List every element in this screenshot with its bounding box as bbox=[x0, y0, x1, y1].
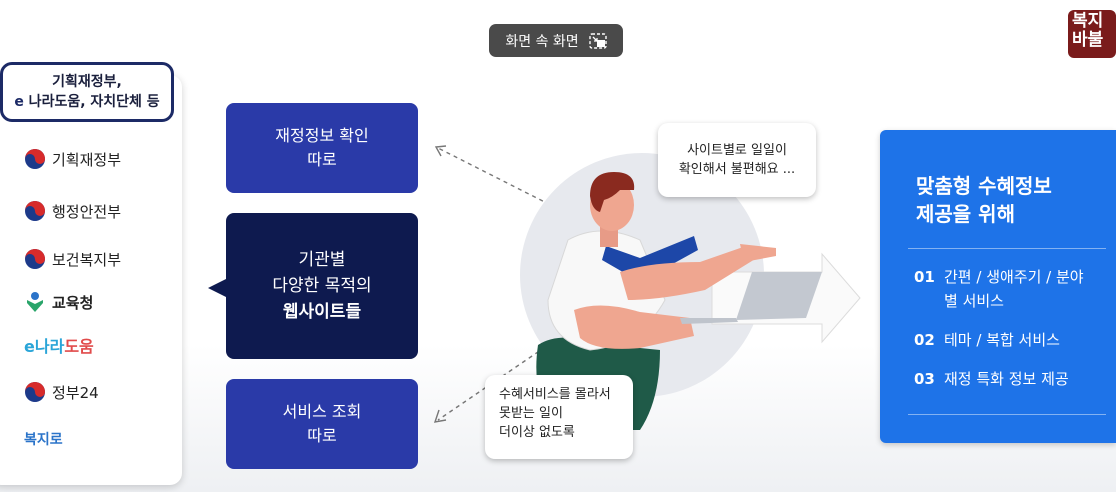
item-number: 01 bbox=[914, 268, 935, 286]
taeguk-icon bbox=[25, 201, 45, 221]
org-label: 교육청 bbox=[52, 293, 94, 312]
speech-bubble-bottom: 수혜서비스를 몰라서 못받는 일이 더이상 없도록 bbox=[485, 375, 633, 459]
header-line1: 기획재정부, bbox=[52, 74, 122, 90]
box1-line2: 따로 bbox=[307, 150, 337, 169]
bubble-top-line1: 사이트별로 일일이 bbox=[687, 143, 787, 158]
bubble-bottom-line2: 못받는 일이 bbox=[499, 406, 563, 421]
org-item-nara: e나라도움 bbox=[24, 331, 94, 359]
bubble-bottom-line3: 더이상 없도록 bbox=[499, 425, 575, 440]
item-text: 테마 / 복합 서비스 bbox=[944, 331, 1060, 349]
box3-line1: 서비스 조회 bbox=[282, 402, 362, 421]
pip-button[interactable]: 화면 속 화면 bbox=[489, 24, 623, 57]
header-line2-text: 나라도움, 자치단체 등 bbox=[23, 94, 160, 110]
org-item-bokjiro: 복지로 bbox=[24, 425, 63, 453]
bubble-top-line2: 확인해서 불편해요 ... bbox=[678, 162, 796, 177]
speech-bubble-top: 사이트별로 일일이 확인해서 불편해요 ... bbox=[658, 123, 816, 197]
org-item-gov24: 정부24 bbox=[24, 378, 99, 406]
nara-rest: 나라 bbox=[34, 337, 65, 356]
header-e-letter: e bbox=[14, 94, 24, 110]
item-number: 03 bbox=[914, 370, 935, 388]
right-panel bbox=[880, 130, 1116, 443]
pointer-arrow bbox=[208, 279, 226, 297]
box1-line1: 재정정보 확인 bbox=[275, 126, 369, 145]
org-label: 행정안전부 bbox=[52, 202, 122, 221]
taeguk-icon bbox=[25, 382, 45, 402]
education-office-icon bbox=[27, 292, 43, 312]
org-label: 복지로 bbox=[24, 432, 63, 448]
pip-icon bbox=[588, 32, 607, 49]
org-label: 정부24 bbox=[52, 383, 99, 402]
arrow-head-up bbox=[434, 145, 447, 157]
right-panel-title: 맞춤형 수혜정보 제공을 위해 bbox=[916, 172, 1106, 228]
box2-line3: 웹사이트들 bbox=[282, 302, 362, 322]
org-label: 보건복지부 bbox=[52, 250, 122, 269]
nara-red: 도움 bbox=[64, 337, 94, 356]
feature-item-03: 03 재정 특화 정보 제공 bbox=[914, 367, 1104, 391]
arrow-head-down bbox=[433, 409, 447, 423]
nara-logo-text: e나라도움 bbox=[24, 333, 94, 357]
left-panel bbox=[0, 75, 182, 485]
bubble-bottom-line1: 수혜서비스를 몰라서 bbox=[499, 387, 611, 402]
feature-item-01: 01 간편 / 생애주기 / 분야별 서비스 bbox=[914, 265, 1104, 313]
org-item-mohw: 보건복지부 bbox=[24, 245, 121, 273]
left-panel-header: 기획재정부, e 나라도움, 자치단체 등 bbox=[0, 62, 174, 122]
org-item-education: 교육청 bbox=[24, 288, 93, 316]
item-text: 간편 / 생애주기 / 분야별 서비스 bbox=[944, 268, 1084, 310]
dashed-arrow-up bbox=[437, 147, 601, 231]
nara-e: e bbox=[24, 337, 35, 356]
feature-item-02: 02 테마 / 복합 서비스 bbox=[914, 328, 1104, 352]
taeguk-icon bbox=[25, 249, 45, 269]
box2-line2: 다양한 목적의 bbox=[272, 276, 372, 296]
dashed-arrow-down bbox=[437, 319, 586, 421]
org-item-moef: 기획재정부 bbox=[24, 145, 121, 173]
taeguk-icon bbox=[25, 149, 45, 169]
box2-line1: 기관별 bbox=[298, 250, 346, 270]
org-item-mois: 행정안전부 bbox=[24, 197, 121, 225]
rp-title-line2: 제공을 위해 bbox=[916, 202, 1015, 226]
header-line2: e 나라도움, 자치단체 등 bbox=[14, 92, 159, 112]
org-label: 기획재정부 bbox=[52, 150, 122, 169]
channel-logo[interactable]: 복지 바불 bbox=[1068, 10, 1116, 58]
item-number: 02 bbox=[914, 331, 935, 349]
box3-line2: 따로 bbox=[307, 426, 337, 445]
rp-title-line1: 맞춤형 수혜정보 bbox=[916, 174, 1052, 198]
divider bbox=[908, 248, 1106, 249]
divider bbox=[908, 414, 1106, 415]
item-text: 재정 특화 정보 제공 bbox=[944, 370, 1069, 388]
pip-label: 화면 속 화면 bbox=[505, 33, 579, 50]
